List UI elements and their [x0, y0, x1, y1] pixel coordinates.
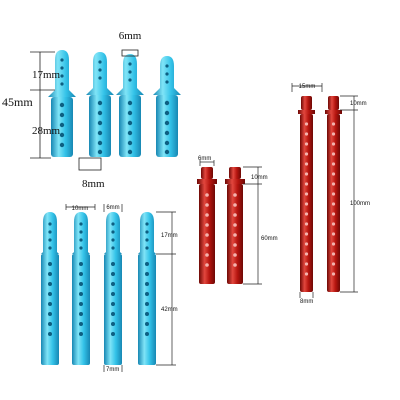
dim-label: 10mm — [350, 101, 367, 107]
red-medium-dim-lines — [199, 160, 262, 285]
red-post — [225, 167, 245, 284]
red-medium-posts-group: 6mm 10mm 60mm — [197, 156, 278, 285]
dim-label: 28mm — [32, 125, 61, 137]
dim-label: 10mm — [72, 206, 89, 212]
blue-post — [72, 212, 90, 365]
dim-label: 60mm — [261, 236, 278, 242]
dim-label: 7mm — [106, 367, 119, 373]
red-long-posts-group: 15mm 10mm 100mm 8mm — [291, 83, 370, 305]
dim-label: 17mm — [161, 233, 178, 239]
red-post — [197, 167, 217, 284]
dim-label: 8mm — [300, 299, 313, 305]
red-post — [325, 96, 342, 292]
blue-post — [86, 52, 114, 157]
blue-post — [48, 50, 76, 157]
blue-post — [104, 212, 122, 365]
red-post — [298, 96, 315, 292]
red-long-dim-lines — [291, 83, 358, 298]
dim-label: 15mm — [299, 84, 316, 90]
blue-post — [138, 212, 156, 365]
dim-label: 45mm — [2, 95, 33, 109]
blue-post — [41, 212, 59, 365]
dim-label: 6mm — [119, 30, 142, 42]
dim-label: 17mm — [32, 69, 61, 81]
blue-post — [153, 56, 181, 157]
blue-short-dim-lines — [30, 49, 139, 171]
dim-label: 10mm — [251, 175, 268, 181]
blue-long-dim-lines — [65, 204, 176, 372]
blue-long-posts-group: 10mm 6mm 17mm 42mm 7mm — [41, 204, 178, 373]
blue-post — [116, 54, 144, 157]
dim-label: 8mm — [82, 178, 105, 190]
blue-short-posts-group: 6mm 17mm 45mm 28mm 8mm — [2, 30, 181, 190]
dim-label: 100mm — [350, 201, 370, 207]
dim-label: 42mm — [161, 307, 178, 313]
dim-label: 6mm — [106, 205, 119, 211]
dim-label: 6mm — [198, 156, 211, 162]
